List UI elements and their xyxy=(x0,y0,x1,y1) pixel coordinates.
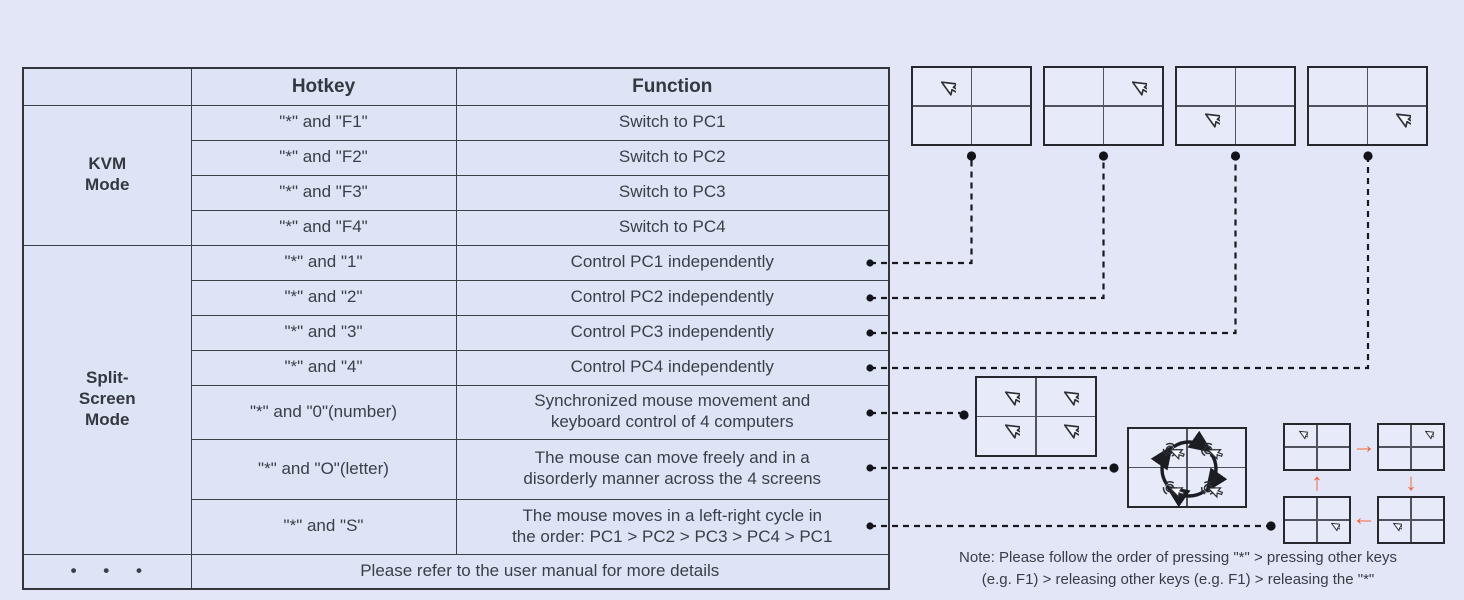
table-row: "*" and "2" Control PC2 independently xyxy=(23,279,890,316)
rotation-arrows-icon xyxy=(1150,430,1228,508)
mouse-cursor-icon xyxy=(1064,424,1080,439)
hotkey-header: Hotkey xyxy=(190,67,457,106)
function-cell: Switch to PC4 xyxy=(455,209,890,246)
table-row: KVM Mode "*" and "F1" Switch to PC1 xyxy=(22,104,890,246)
table-row: "*" and "F4" Switch to PC4 xyxy=(23,209,890,246)
mouse-cursor-icon xyxy=(1005,391,1021,406)
monitor-pc4-icon xyxy=(1307,66,1428,146)
function-cell: Switch to PC3 xyxy=(455,174,890,211)
cycle-monitor-pc2-icon xyxy=(1377,423,1445,471)
arrow-left-icon: ← xyxy=(1352,504,1376,531)
mouse-cursor-icon xyxy=(1131,81,1147,96)
click-cursor-icon xyxy=(1200,442,1226,461)
function-cell: Control PC4 independently xyxy=(455,349,890,386)
function-cell: The mouse can move freely and in a disor… xyxy=(455,438,890,500)
manual-note-cell: Please refer to the user manual for more… xyxy=(190,553,890,590)
hotkey-cell: "*" and "F4" xyxy=(190,209,457,246)
mouse-cursor-icon xyxy=(1393,522,1403,532)
cycle-monitor-pc1-icon xyxy=(1283,423,1351,471)
function-cell: Control PC3 independently xyxy=(455,314,890,351)
mouse-cursor-icon xyxy=(1299,431,1309,440)
click-cursor-icon xyxy=(1162,480,1187,499)
function-cell: Switch to PC1 xyxy=(455,104,890,141)
table-header-row: Hotkey Function xyxy=(22,67,890,106)
click-cursor-icon xyxy=(1200,480,1226,499)
table-row: Split- Screen Mode "*" and "1" Control P… xyxy=(22,244,890,555)
table-row: "*" and "3" Control PC3 independently xyxy=(23,314,890,351)
function-cell: Control PC1 independently xyxy=(455,244,890,281)
click-cursor-icon xyxy=(1162,442,1187,461)
monitor-pc3-icon xyxy=(1175,66,1296,146)
press-order-note: Note: Please follow the order of pressin… xyxy=(959,549,1397,588)
kvm-mode-label: KVM Mode xyxy=(22,104,192,246)
mouse-cursor-icon xyxy=(1005,424,1021,439)
cycle-monitor-pc4-icon xyxy=(1283,496,1351,544)
mouse-cursor-icon xyxy=(940,81,957,96)
hotkey-cell: "*" and "2" xyxy=(190,279,457,316)
hotkey-cell: "*" and "F2" xyxy=(190,139,457,176)
mouse-cursor-icon xyxy=(1204,113,1221,128)
arrow-down-icon: ↓ xyxy=(1405,469,1417,496)
hotkey-cell: "*" and "O"(letter) xyxy=(190,438,457,500)
table-row: "*" and "F2" Switch to PC2 xyxy=(23,139,890,176)
hotkey-cell: "*" and "F3" xyxy=(190,174,457,211)
monitor-free-move-icon xyxy=(1127,427,1247,508)
monitor-pc2-icon xyxy=(1043,66,1164,146)
function-header: Function xyxy=(455,67,890,106)
ellipsis-cell: • • • xyxy=(22,553,192,590)
mode-header-cell xyxy=(22,67,192,106)
hotkey-cell: "*" and "3" xyxy=(190,314,457,351)
table-row: "*" and "0"(number) Synchronized mouse m… xyxy=(23,384,890,440)
mouse-cursor-icon xyxy=(1331,522,1341,532)
table-footer-row: • • • Please refer to the user manual fo… xyxy=(22,553,890,590)
function-cell: The mouse moves in a left-right cycle in… xyxy=(455,498,890,555)
monitor-pc1-icon xyxy=(911,66,1032,146)
function-cell: Control PC2 independently xyxy=(455,279,890,316)
hotkey-cell: "*" and "0"(number) xyxy=(190,384,457,440)
function-cell: Synchronized mouse movement and keyboard… xyxy=(455,384,890,440)
mouse-cursor-icon xyxy=(1425,431,1435,440)
split-screen-mode-label: Split- Screen Mode xyxy=(22,244,192,555)
mouse-cursor-icon xyxy=(1064,391,1080,406)
hotkey-cell: "*" and "1" xyxy=(190,244,457,281)
table-row: "*" and "4" Control PC4 independently xyxy=(23,349,890,386)
hotkey-cell: "*" and "S" xyxy=(190,498,457,555)
arrow-up-icon: ↑ xyxy=(1311,469,1323,496)
mouse-cursor-icon xyxy=(1395,113,1411,128)
function-cell: Switch to PC2 xyxy=(455,139,890,176)
hotkey-cell: "*" and "4" xyxy=(190,349,457,386)
arrow-right-icon: → xyxy=(1352,432,1376,459)
hotkey-cell: "*" and "F1" xyxy=(190,104,457,141)
table-row: "*" and "S" The mouse moves in a left-ri… xyxy=(23,498,890,555)
monitor-sync-mice-icon xyxy=(975,376,1097,457)
cycle-monitor-pc3-icon xyxy=(1377,496,1445,544)
hotkey-function-table: Hotkey Function KVM Mode "*" and "F1" Sw… xyxy=(22,67,890,590)
